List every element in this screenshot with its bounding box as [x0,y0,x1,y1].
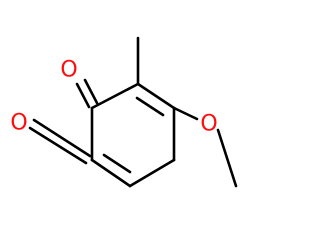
bond-o-methoxy-ch3 [216,128,238,188]
atom-label-methoxy-o: O [200,112,217,137]
bond-c3-o-methoxy [172,106,199,121]
bond-c4-c5 [128,158,176,188]
bond-c5-c6 [90,158,132,188]
bond-c1-o-top-b [83,78,99,105]
bond-c1-o-top-a [75,82,91,109]
atom-label-ketone-o-left: O [10,111,27,136]
bond-c2-c3 [136,82,176,110]
bond-c2-c3-inner [135,96,165,117]
bond-c1-c2 [90,82,140,110]
chemical-structure-diagram: O O O [10,36,238,188]
atom-label-ketone-o-top: O [60,58,77,83]
bond-c6-o-left-a [32,118,92,158]
bond-c5-c6-inner [102,153,132,174]
bond-c6-o-left-b [28,126,88,165]
